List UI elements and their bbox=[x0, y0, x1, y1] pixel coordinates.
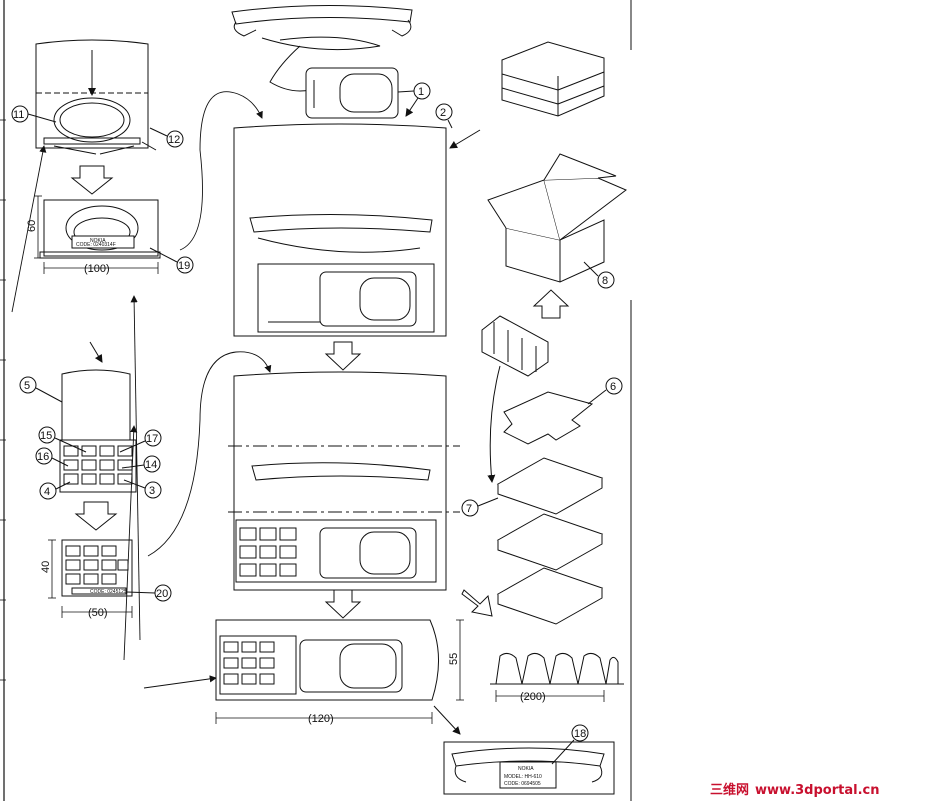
code-label-bottom: CODE: 0694505 bbox=[504, 781, 541, 787]
callout-2-label: 2 bbox=[440, 107, 446, 119]
callout-11 bbox=[11, 105, 57, 123]
bag-2 bbox=[233, 123, 447, 337]
arrow-into-bag bbox=[405, 97, 419, 117]
foam-cushions bbox=[481, 315, 549, 377]
callout-5 bbox=[19, 376, 63, 403]
callout-20-label: 20 bbox=[156, 588, 168, 600]
page-frame bbox=[3, 0, 632, 801]
diag-arrow bbox=[461, 589, 493, 617]
nokia-logo-top: NOKIA bbox=[90, 238, 106, 244]
callout-20 bbox=[125, 584, 172, 602]
wave-packaging bbox=[490, 652, 624, 685]
callout-2 bbox=[435, 103, 453, 129]
callout-15 bbox=[38, 426, 87, 453]
down-arrow-2 bbox=[324, 589, 362, 619]
dimension-50 bbox=[61, 606, 133, 618]
margin-ticks bbox=[0, 119, 6, 681]
callout-6-label: 6 bbox=[610, 381, 616, 393]
callout-7 bbox=[461, 497, 499, 517]
dim-label-120: (120) bbox=[308, 713, 334, 725]
open-carton bbox=[487, 153, 627, 283]
dimension-55 bbox=[456, 619, 464, 701]
dimension-100 bbox=[43, 262, 159, 274]
callout-17 bbox=[119, 429, 162, 453]
dimension-120 bbox=[215, 712, 433, 724]
callout-19 bbox=[149, 247, 194, 274]
callout-3-label: 3 bbox=[149, 485, 155, 497]
callout-11-label: 11 bbox=[13, 109, 24, 121]
callout-14-label: 14 bbox=[145, 459, 157, 471]
dim-label-100: (100) bbox=[84, 263, 110, 275]
callout-18-label: 18 bbox=[574, 728, 586, 740]
callout-4 bbox=[39, 481, 71, 500]
callout-14 bbox=[121, 455, 161, 473]
callout-19-label: 19 bbox=[178, 260, 190, 272]
dimension-200 bbox=[495, 690, 605, 702]
headset-top bbox=[231, 4, 413, 119]
code-label-top: CODE: 0240314F bbox=[76, 242, 116, 248]
arrow-bag-2 bbox=[449, 129, 481, 149]
callout-1 bbox=[397, 82, 431, 100]
callout-8 bbox=[583, 261, 615, 289]
arrow-to-trays bbox=[487, 365, 501, 483]
callout-16 bbox=[35, 447, 69, 467]
callout-6 bbox=[587, 377, 623, 405]
callout-1-label: 1 bbox=[418, 86, 424, 98]
callout-12 bbox=[149, 127, 184, 148]
final-carton bbox=[215, 619, 439, 701]
label-closeup bbox=[443, 741, 615, 795]
dimension-40 bbox=[48, 539, 56, 599]
flow-arrows-left bbox=[11, 91, 272, 689]
callout-17-label: 17 bbox=[146, 433, 158, 445]
dim-label-200: (200) bbox=[520, 691, 546, 703]
dim-label-55: 55 bbox=[448, 653, 460, 665]
callout-8-label: 8 bbox=[602, 275, 608, 287]
callout-15-label: 15 bbox=[40, 430, 52, 442]
down-arrow-1 bbox=[324, 341, 362, 371]
arrow-to-label bbox=[433, 705, 461, 735]
callout-4-label: 4 bbox=[44, 486, 50, 498]
up-arrow bbox=[532, 289, 570, 319]
callout-12-label: 12 bbox=[168, 134, 180, 146]
callout-5-label: 5 bbox=[24, 380, 30, 392]
divider-sheet bbox=[503, 391, 594, 445]
watermark-cn: 三维网 bbox=[710, 782, 749, 798]
code-label-mid: CODE: 0245125 bbox=[90, 589, 127, 595]
headset-bag-assembly bbox=[35, 39, 161, 259]
nokia-logo-bottom: NOKIA bbox=[518, 766, 534, 772]
stacked-trays bbox=[501, 41, 605, 117]
callout-16-label: 16 bbox=[37, 451, 49, 463]
callout-7-label: 7 bbox=[466, 503, 472, 515]
bag-3 bbox=[228, 371, 460, 591]
watermark-url: www.3dportal.cn bbox=[755, 783, 879, 798]
model-label: MODEL: HH-610 bbox=[504, 774, 542, 780]
dim-label-50: (50) bbox=[88, 607, 108, 619]
callout-18 bbox=[551, 724, 589, 765]
earbud-bag-assembly bbox=[59, 341, 137, 597]
grid-trays bbox=[496, 457, 604, 625]
dimension-60 bbox=[34, 195, 42, 259]
dim-label-40: 40 bbox=[40, 561, 52, 573]
callout-3 bbox=[123, 479, 162, 499]
